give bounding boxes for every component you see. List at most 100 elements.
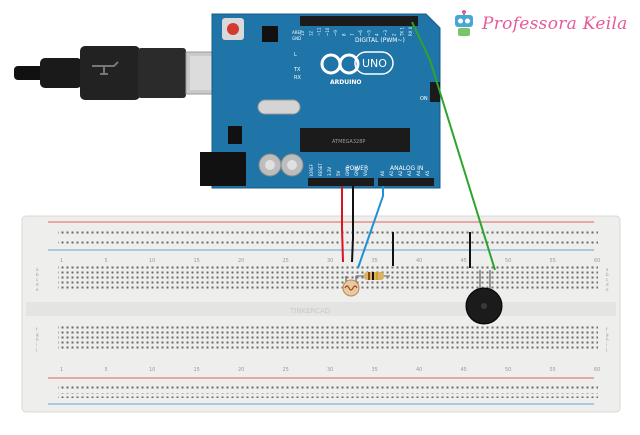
digital-pin-label: 8 xyxy=(342,33,347,36)
power-pin-label: IOREF xyxy=(309,163,314,176)
power-label: POWER xyxy=(346,165,368,172)
column-label: 50 xyxy=(505,367,511,373)
l-led-label: L xyxy=(294,52,297,58)
digital-pin-label: ~6 xyxy=(358,30,363,36)
wire-blue-a0[interactable] xyxy=(357,186,384,269)
power-pin-label: 3.3V xyxy=(327,167,332,176)
column-label: 50 xyxy=(505,258,511,264)
analog-pin-label: A1 xyxy=(389,170,394,176)
watermark-text: Professora Keila xyxy=(482,14,628,34)
watermark: Professora Keila xyxy=(452,10,628,38)
row-label: j xyxy=(605,347,607,352)
digital-pin-label: 7 xyxy=(350,33,355,36)
row-label: a xyxy=(606,267,609,272)
column-label: 5 xyxy=(105,258,108,264)
column-label: 55 xyxy=(550,258,556,264)
column-label: 60 xyxy=(594,258,600,264)
power-pin-labels: IOREF RESET 3.3V 5V GND GND Vin xyxy=(309,163,368,176)
digital-header[interactable] xyxy=(300,16,418,26)
column-label: 55 xyxy=(550,367,556,373)
digital-pin-label: TX 1 xyxy=(400,27,405,37)
arduino-logo xyxy=(320,51,394,75)
row-label: c xyxy=(606,277,608,282)
arduino-board[interactable] xyxy=(200,13,441,189)
digital-label: DIGITAL (PWM~) xyxy=(355,37,405,44)
analog-pin-label: A4 xyxy=(416,170,421,176)
power-pin-label: 5V xyxy=(336,170,341,176)
column-label: 1 xyxy=(60,258,63,264)
column-label: 1 xyxy=(60,367,63,373)
digital-pin-label: 2 xyxy=(391,33,396,36)
column-label: 45 xyxy=(461,258,467,264)
power-pin-label: GND xyxy=(354,167,359,176)
row-label: c xyxy=(36,277,38,282)
power-pin-label: RESET xyxy=(318,163,323,176)
wire-green-d2[interactable] xyxy=(411,21,496,271)
digital-pin-label: ~3 xyxy=(383,30,388,36)
resistor[interactable] xyxy=(356,272,390,280)
row-label: d xyxy=(606,282,609,287)
row-label: a xyxy=(36,267,39,272)
model-label: UNO xyxy=(362,57,387,70)
digital-pin-label: 12 xyxy=(308,30,313,36)
dc-power-jack[interactable] xyxy=(200,152,246,186)
wires[interactable] xyxy=(341,21,496,271)
analog-header[interactable] xyxy=(378,178,434,186)
power-header[interactable] xyxy=(308,178,374,186)
chip-label: ATMEGA328P xyxy=(332,139,365,145)
piezo-buzzer[interactable] xyxy=(465,270,503,325)
row-label: h xyxy=(36,337,39,342)
column-label: 15 xyxy=(194,367,200,373)
column-label: 40 xyxy=(416,367,422,373)
column-label: 20 xyxy=(238,258,244,264)
power-pin-label: GND xyxy=(345,167,350,176)
digital-pin-label: ~11 xyxy=(317,27,322,36)
brand-label: ARDUINO xyxy=(330,79,361,86)
row-label: i xyxy=(36,342,37,347)
row-label: j xyxy=(35,347,37,352)
column-label: 15 xyxy=(194,258,200,264)
column-label: 10 xyxy=(149,258,155,264)
row-label: g xyxy=(36,332,39,337)
analog-pin-label: A3 xyxy=(407,170,412,176)
rx-label: RX xyxy=(294,75,301,81)
tx-label: TX xyxy=(293,67,301,73)
wire-black-gnd[interactable] xyxy=(351,186,354,263)
digital-pin-label: 13 xyxy=(300,30,305,36)
digital-pin-label: 4 xyxy=(375,33,380,36)
row-label: f xyxy=(36,327,38,332)
digital-pin-label: ~5 xyxy=(366,30,371,36)
row-label: e xyxy=(36,287,39,292)
column-label: 35 xyxy=(372,367,378,373)
column-label: 10 xyxy=(149,367,155,373)
digital-pin-label: ~9 xyxy=(333,30,338,36)
digital-pin-label: ~10 xyxy=(325,27,330,36)
column-label: 40 xyxy=(416,258,422,264)
row-label: g xyxy=(606,332,609,337)
aref-label: AREF xyxy=(292,30,303,35)
atmega-chip xyxy=(300,128,410,152)
column-label: 20 xyxy=(238,367,244,373)
row-label: d xyxy=(36,282,39,287)
usb-cable xyxy=(14,46,239,100)
breadboard-center-text: TINKERCAD xyxy=(289,307,330,315)
wire-red-5v[interactable] xyxy=(341,186,344,263)
analog-pin-label: A2 xyxy=(398,170,403,176)
column-label: 30 xyxy=(327,367,333,373)
row-label: b xyxy=(606,272,609,277)
column-label: 30 xyxy=(327,258,333,264)
robot-icon xyxy=(455,10,473,36)
photoresistor[interactable] xyxy=(342,276,360,297)
row-label: b xyxy=(36,272,39,277)
row-label: h xyxy=(606,337,609,342)
column-label: 25 xyxy=(283,258,289,264)
analog-label: ANALOG IN xyxy=(390,165,423,172)
column-label: 45 xyxy=(461,367,467,373)
power-pin-label: Vin xyxy=(363,169,368,176)
digital-pin-label: RX 0 xyxy=(408,26,413,36)
on-label: ON xyxy=(420,96,428,102)
